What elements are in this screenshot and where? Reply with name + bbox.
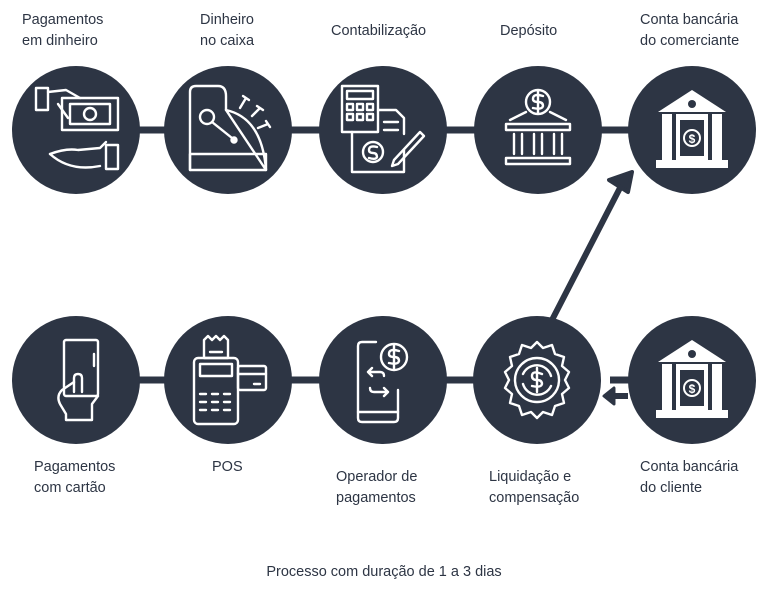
pos-terminal-icon: [192, 334, 268, 426]
bank-account-icon: $: [656, 90, 728, 168]
svg-text:$: $: [689, 382, 696, 396]
node-payment-operator: [319, 316, 447, 444]
card-payment-icon: [57, 338, 100, 422]
label-pos: POS: [212, 457, 243, 478]
node-accounting: [319, 66, 447, 194]
bank-account-icon: $: [656, 340, 728, 418]
label-line: Contabilização: [331, 23, 427, 39]
cash-register-icon: [188, 84, 272, 172]
label-line: Pagamentos: [34, 459, 116, 475]
bank-deposit-icon: [504, 88, 572, 166]
label-deposit: Depósito: [500, 21, 557, 42]
label-cash-payments: Pagamentos em dinheiro: [22, 10, 103, 52]
label-cash-in-register: Dinheiro no caixa: [200, 10, 254, 52]
label-line: no caixa: [200, 33, 255, 49]
accounting-icon: [340, 84, 426, 174]
label-line: Conta bancária: [640, 12, 739, 28]
label-line: Dinheiro: [200, 12, 254, 28]
node-settlement: [473, 316, 601, 444]
label-line: Operador de: [336, 469, 418, 485]
label-accounting: Contabilização: [331, 21, 426, 42]
node-deposit: [474, 66, 602, 194]
process-duration-note: Processo com duração de 1 a 3 dias: [266, 564, 502, 580]
label-line: em dinheiro: [22, 33, 98, 49]
label-merchant-account: Conta bancária do comerciante: [640, 10, 739, 52]
label-line: compensação: [489, 490, 580, 506]
label-line: Pagamentos: [22, 12, 104, 28]
settlement-icon: [503, 340, 571, 420]
label-client-account: Conta bancária do cliente: [640, 457, 738, 499]
label-line: com cartão: [34, 480, 106, 496]
label-line: do cliente: [640, 480, 703, 496]
label-line: do comerciante: [640, 33, 740, 49]
arrow-to-settlement: [602, 386, 628, 406]
node-pos: [164, 316, 292, 444]
label-line: Depósito: [500, 23, 558, 39]
node-card-payment: [12, 316, 140, 444]
node-client-account: $: [628, 316, 756, 444]
node-cash-payment: [12, 66, 140, 194]
arrow-to-merchant-account: [549, 170, 634, 323]
label-line: Conta bancária: [640, 459, 739, 475]
label-line: pagamentos: [336, 490, 416, 506]
cash-payment-icon: [34, 86, 120, 171]
label-card-payments: Pagamentos com cartão: [34, 457, 115, 499]
label-line: Liquidação e: [489, 469, 572, 485]
payment-operator-icon: [356, 340, 409, 424]
label-payment-operator: Operador de pagamentos: [336, 467, 417, 509]
node-merchant-account: $: [628, 66, 756, 194]
label-settlement: Liquidação e compensação: [489, 467, 579, 509]
node-cash-register: [164, 66, 292, 194]
svg-text:$: $: [689, 132, 696, 146]
label-line: POS: [212, 459, 243, 475]
